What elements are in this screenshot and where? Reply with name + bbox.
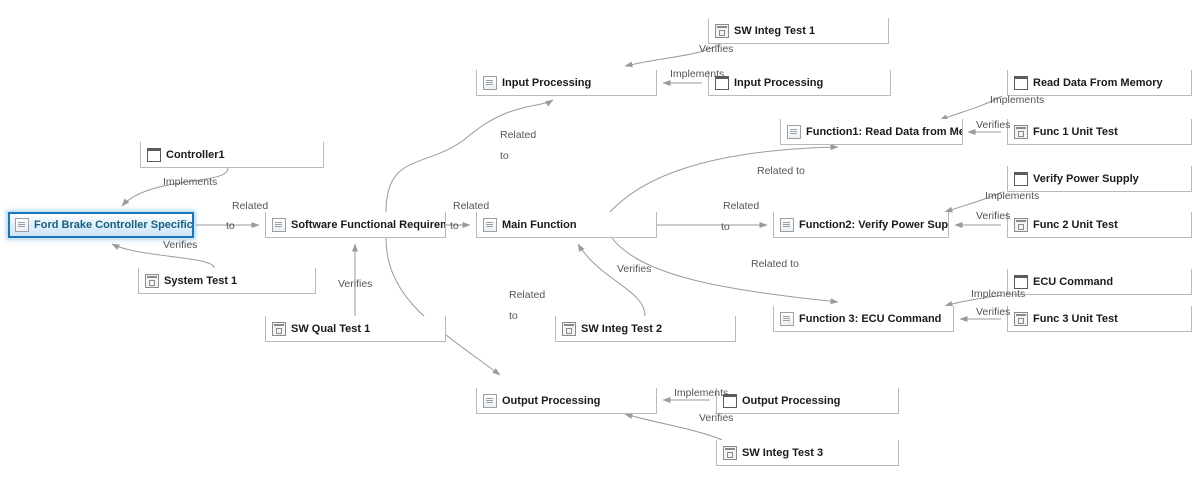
- block-icon: [1014, 171, 1028, 186]
- edge-label-lbl-related-sw-integ-test-2: Related: [509, 289, 546, 301]
- node-label: Output Processing: [742, 394, 841, 407]
- edge-label-lbl-related-to-func3: Related to: [751, 258, 799, 270]
- node-func-2-unit-test[interactable]: Func 2 Unit Test: [1007, 212, 1192, 238]
- edge-label-lbl-implements-output-proc: Implements: [674, 387, 729, 399]
- node-software-functional-requirements[interactable]: Software Functional Requirements: [265, 212, 446, 238]
- node-sw-qual-test-1[interactable]: SW Qual Test 1: [265, 316, 446, 342]
- node-sw-integ-test-1[interactable]: SW Integ Test 1: [708, 18, 889, 44]
- node-verify-power-supply[interactable]: Verify Power Supply: [1007, 166, 1192, 192]
- node-function2-verify-power-supply[interactable]: Function2: Verify Power Supply: [773, 212, 949, 238]
- test-icon: [272, 321, 286, 336]
- edge-label-lbl-to-main-function: to: [450, 220, 459, 232]
- node-main-function[interactable]: Main Function: [476, 212, 657, 238]
- node-system-test-1[interactable]: System Test 1: [138, 268, 316, 294]
- node-sw-integ-test-2[interactable]: SW Integ Test 2: [555, 316, 736, 342]
- test-icon: [562, 321, 576, 336]
- block-icon: [715, 75, 729, 90]
- node-label: Input Processing: [502, 76, 592, 89]
- edge-label-lbl-verifies-main-function: Verifies: [617, 263, 652, 275]
- document-icon: [15, 218, 29, 232]
- node-label: Function1: Read Data from Memory: [806, 125, 962, 138]
- node-input-processing-req[interactable]: Input Processing: [476, 70, 657, 96]
- node-label: ECU Command: [1033, 275, 1114, 288]
- node-label: SW Integ Test 1: [734, 24, 816, 37]
- document-icon: [780, 311, 794, 326]
- node-func-1-unit-test[interactable]: Func 1 Unit Test: [1007, 119, 1192, 145]
- node-output-processing-block[interactable]: Output Processing: [716, 388, 899, 414]
- test-icon: [145, 273, 159, 288]
- node-func-3-unit-test[interactable]: Func 3 Unit Test: [1007, 306, 1192, 332]
- edge-label-lbl-to-sw-integ-test-2: to: [509, 310, 518, 322]
- node-label: SW Integ Test 3: [742, 446, 824, 459]
- node-label: Func 2 Unit Test: [1033, 218, 1118, 231]
- node-label: Ford Brake Controller Specification: [34, 219, 193, 231]
- node-function3-ecu-command[interactable]: Function 3: ECU Command: [773, 306, 954, 332]
- edge-label-lbl-verifies-func3: Verifies: [976, 306, 1011, 318]
- edge-label-lbl-related-main-function: Related: [453, 200, 490, 212]
- node-label: Main Function: [502, 218, 577, 231]
- document-icon: [483, 393, 497, 408]
- document-icon: [483, 217, 497, 232]
- edge-label-lbl-to-input-processing: to: [500, 150, 509, 162]
- node-label: Function 3: ECU Command: [799, 312, 942, 325]
- test-icon: [1014, 124, 1028, 139]
- edge-label-lbl-verifies-sw-integ-1: Verifies: [699, 43, 734, 55]
- node-label: Output Processing: [502, 394, 601, 407]
- edge-label-lbl-implements-controller1: Implements: [163, 176, 218, 188]
- edge-label-lbl-implements-ecu: Implements: [971, 288, 1026, 300]
- node-label: SW Integ Test 2: [581, 322, 663, 335]
- edge-label-lbl-verifies-func2: Verifies: [976, 210, 1011, 222]
- block-icon: [723, 393, 737, 408]
- edge-label-lbl-related-input-processing: Related: [500, 129, 537, 141]
- edge-label-lbl-related-to-func1: Related to: [757, 165, 805, 177]
- node-controller1[interactable]: Controller1: [140, 142, 324, 168]
- node-read-data-from-memory[interactable]: Read Data From Memory: [1007, 70, 1192, 96]
- edge-label-lbl-implements-read-data: Implements: [990, 94, 1045, 106]
- node-label: Software Functional Requirements: [291, 218, 445, 231]
- document-icon: [272, 217, 286, 232]
- node-label: System Test 1: [164, 274, 238, 287]
- edge-label-lbl-implements-verify-power: Implements: [985, 190, 1040, 202]
- edge-label-lbl-verifies-sw-qual-test-1: Verifies: [338, 278, 373, 290]
- node-output-processing-req[interactable]: Output Processing: [476, 388, 657, 414]
- block-icon: [147, 147, 161, 162]
- edge-label-lbl-related-func2: Related: [723, 200, 760, 212]
- node-ford-brake-controller-specification[interactable]: Ford Brake Controller Specification: [8, 212, 194, 238]
- edge-label-lbl-related-sfr: Related: [232, 200, 269, 212]
- edge[interactable]: [385, 99, 554, 213]
- edge[interactable]: [577, 243, 646, 317]
- edge-label-lbl-verifies-func1: Verifies: [976, 119, 1011, 131]
- node-label: Controller1: [166, 148, 225, 161]
- node-label: Function2: Verify Power Supply: [799, 218, 949, 231]
- node-label: SW Qual Test 1: [291, 322, 371, 335]
- node-sw-integ-test-3[interactable]: SW Integ Test 3: [716, 440, 899, 466]
- test-icon: [723, 445, 737, 460]
- edge-label-lbl-verifies-sw-integ-3: Verifies: [699, 412, 734, 424]
- block-icon: [1014, 274, 1028, 289]
- node-label: Read Data From Memory: [1033, 76, 1163, 89]
- node-function1-read-data-from-memory[interactable]: Function1: Read Data from Memory: [780, 119, 963, 145]
- node-label: Func 1 Unit Test: [1033, 125, 1118, 138]
- edge-label-lbl-to-func2: to: [721, 221, 730, 233]
- node-label: Verify Power Supply: [1033, 172, 1139, 185]
- test-icon: [1014, 217, 1028, 232]
- document-icon: [787, 124, 801, 139]
- test-icon: [715, 23, 729, 38]
- document-icon: [483, 75, 497, 90]
- document-icon: [780, 217, 794, 232]
- node-label: Func 3 Unit Test: [1033, 312, 1118, 325]
- edge-label-lbl-implements-input-proc: Implements: [670, 68, 725, 80]
- edge-label-lbl-to-sfr: to: [226, 220, 235, 232]
- node-input-processing-block[interactable]: Input Processing: [708, 70, 891, 96]
- node-label: Input Processing: [734, 76, 824, 89]
- node-ecu-command[interactable]: ECU Command: [1007, 269, 1192, 295]
- edge-label-lbl-verifies-system-test-1: Verifies: [163, 239, 198, 251]
- test-icon: [1014, 311, 1028, 326]
- edge[interactable]: [385, 237, 501, 376]
- block-icon: [1014, 75, 1028, 90]
